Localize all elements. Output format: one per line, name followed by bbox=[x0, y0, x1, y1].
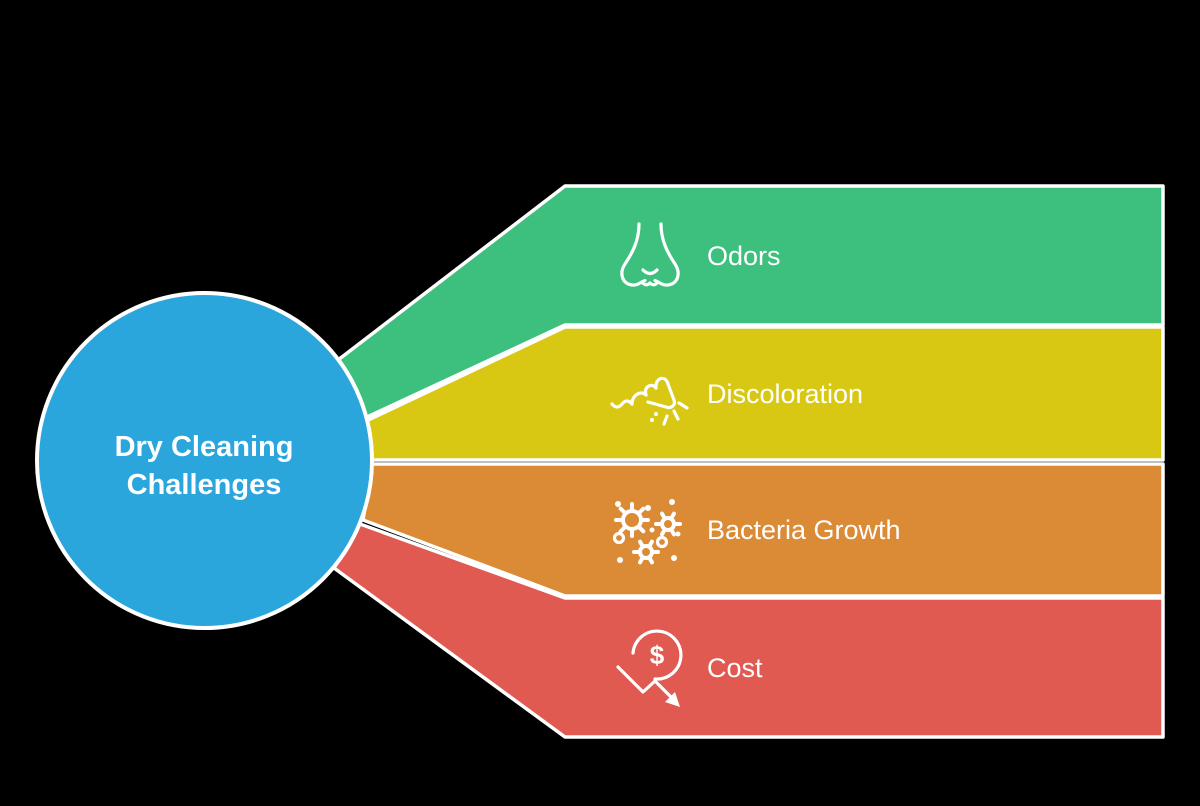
bacteria-icon bbox=[612, 499, 682, 565]
finger-rub-icon bbox=[610, 376, 689, 426]
hub-circle bbox=[35, 291, 374, 630]
band-label-odors: Odors bbox=[707, 241, 781, 271]
nose-icon bbox=[620, 222, 680, 287]
hub-title-line1: Dry Cleaning bbox=[115, 431, 294, 463]
hub-title-line2: Challenges bbox=[127, 469, 282, 501]
band-label-discoloration: Discoloration bbox=[707, 379, 863, 409]
band-label-bacteria-growth: Bacteria Growth bbox=[707, 515, 901, 545]
dollar-glyph: $ bbox=[650, 640, 665, 670]
dollar-down-icon: $ bbox=[616, 629, 683, 707]
band-label-cost: Cost bbox=[707, 653, 763, 683]
